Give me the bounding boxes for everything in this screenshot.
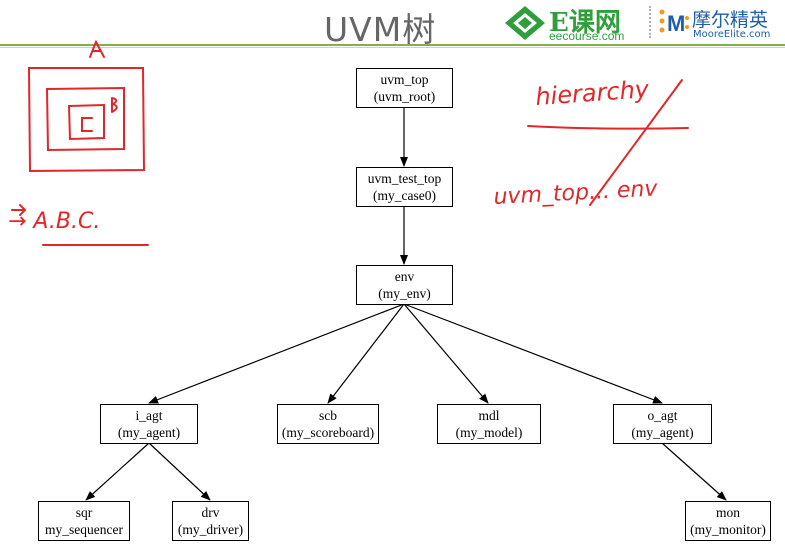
node-sqr: sqr my_sequencer [38,501,130,541]
hierarchy-underline [527,125,689,130]
marker-b [110,97,118,113]
svg-text:M: M [667,11,685,36]
node-o-agt-name: o_agt [647,408,678,423]
node-mon-type: (my_monitor) [690,522,766,537]
node-drv: drv (my_driver) [172,501,249,541]
node-i-agt-type: (my_agent) [117,425,181,440]
eecourse-logo-text: E课网 [549,8,621,38]
node-i-agt: i_agt (my_agent) [100,404,198,444]
node-o-agt-type: (my_agent) [631,425,694,440]
node-mon-name: mon [715,505,740,520]
node-uvm-top-name: uvm_top [380,72,429,87]
node-env-type: (my_env) [378,286,431,301]
header-rule-light [0,47,785,48]
node-mdl-name: mdl [478,408,500,423]
slide-title: UVM树 [324,10,437,49]
inner-c-mark [81,117,93,132]
node-scb-name: scb [319,408,337,423]
node-uvm-test-top-type: (my_case0) [373,188,436,203]
edge-i-agt-to-drv [148,442,211,501]
mooreelite-logo-text: 摩尔精英 [692,9,769,31]
edge-env-to-scb [327,303,405,404]
node-sqr-name: sqr [75,505,93,520]
edge-i-agt-to-sqr [85,442,150,501]
edge-env-to-i-agt [148,303,405,404]
node-env-name: env [394,269,415,284]
nested-box-inner [67,103,105,141]
node-drv-type: (my_driver) [177,522,244,537]
node-uvm-test-top-name: uvm_test_top [367,171,442,186]
node-scb: scb (my_scoreboard) [277,404,379,444]
nested-box-middle [45,86,125,152]
node-mdl: mdl (my_model) [437,404,541,444]
mooreelite-logo-sub: MooreElite.com [693,29,771,40]
mooreelite-m-icon: M [659,9,689,36]
header-rule [0,44,785,46]
mooreelite-logo: M 摩尔精英 MooreElite.com [658,4,785,44]
eecourse-logo: E课网 eecourse.com [503,4,648,43]
nested-box-outer [27,67,146,173]
node-drv-name: drv [201,505,220,520]
node-uvm-top: uvm_top (uvm_root) [356,68,453,108]
edge-o-agt-to-mon [661,442,727,501]
node-o-agt: o_agt (my_agent) [613,404,712,444]
node-uvm-test-top: uvm_test_top (my_case0) [356,167,453,207]
eecourse-diamond-icon [505,6,545,40]
edge-env-to-o-agt [403,303,663,404]
hierarchy-slash [589,79,683,206]
node-env: env (my_env) [356,265,453,305]
node-i-agt-name: i_agt [135,408,163,423]
node-uvm-top-type: (uvm_root) [373,89,436,104]
handwritten-annotations [11,39,689,246]
node-scb-type: (my_scoreboard) [281,425,375,440]
path-text: uvm_top... env [493,176,659,210]
handwritten-text: → A.B.C. hierarchy uvm_top... env [8,75,659,234]
list-text: → A.B.C. [8,209,100,234]
node-mon: mon (my_monitor) [685,501,771,541]
eecourse-logo-sub: eecourse.com [549,29,625,43]
list-arrow [11,204,27,216]
logo-separator [649,6,651,38]
node-mdl-type: (my_model) [455,425,523,440]
marker-a [89,39,105,58]
edge-env-to-mdl [403,303,489,404]
node-sqr-type: my_sequencer [45,522,123,537]
hierarchy-text: hierarchy [534,75,650,111]
